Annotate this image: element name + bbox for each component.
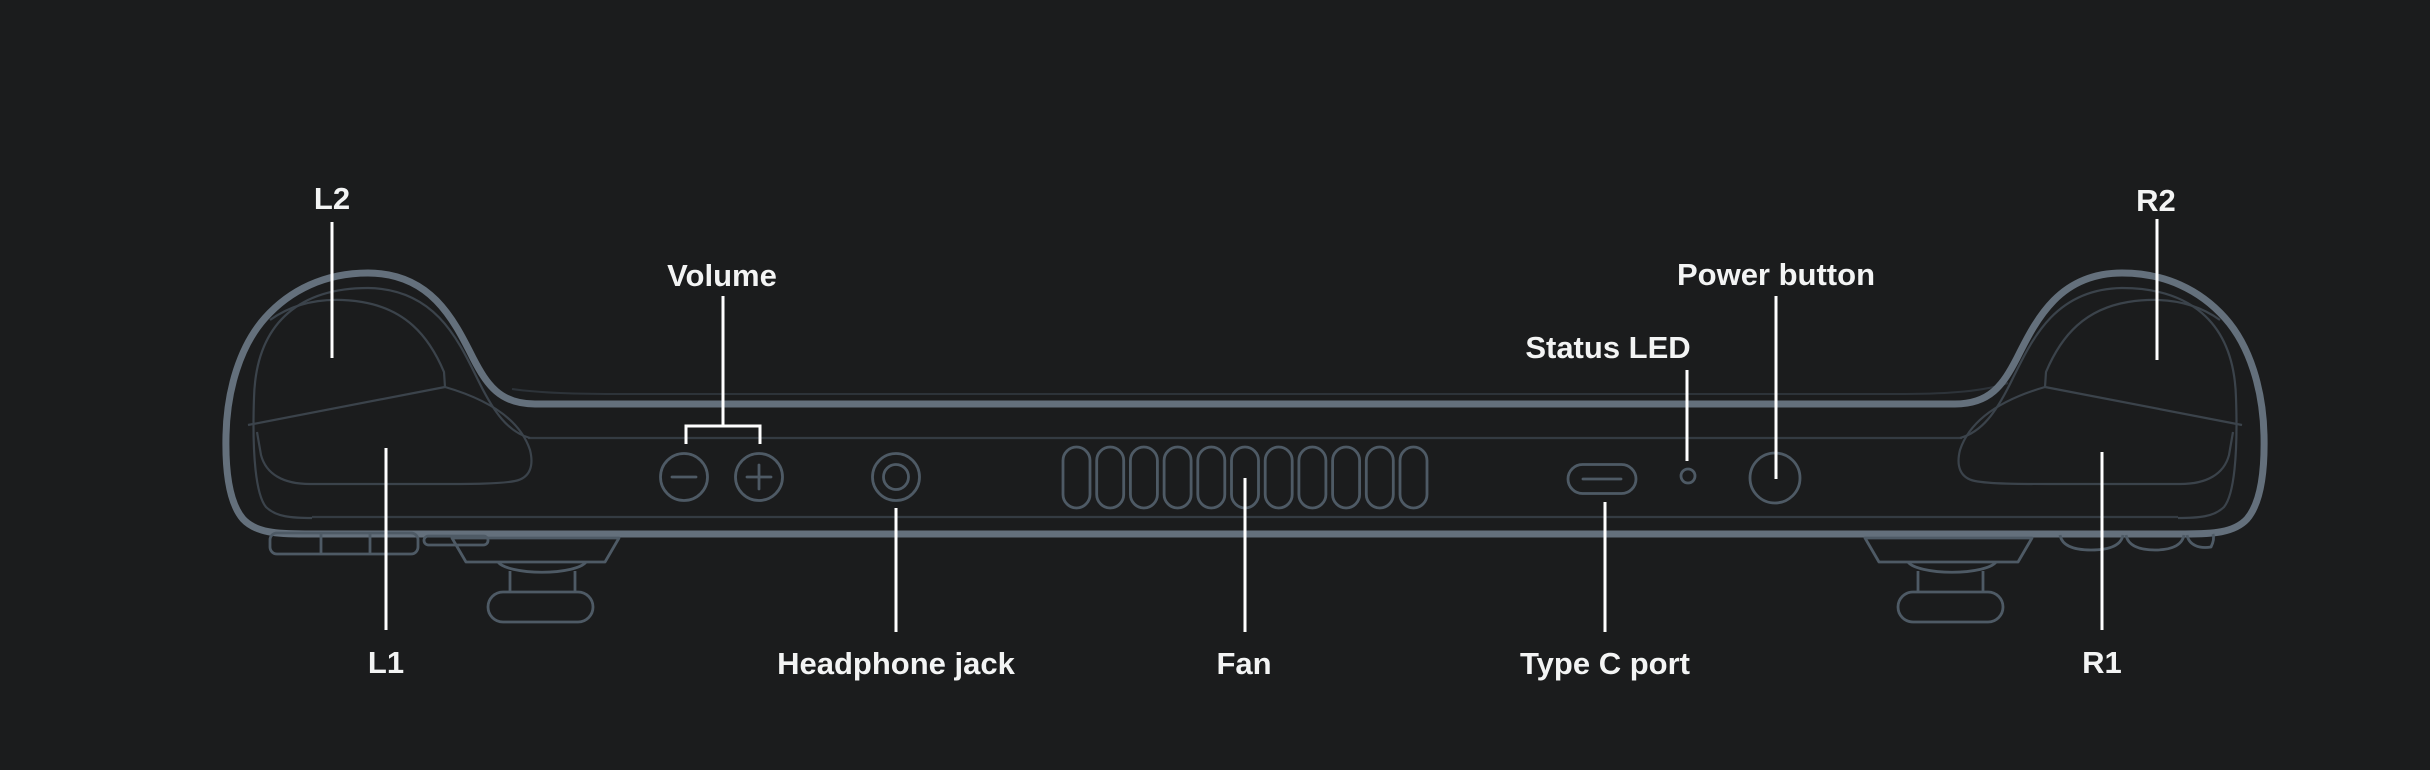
fan-vent-slots xyxy=(1061,445,1429,510)
label-r2: R2 xyxy=(2136,183,2176,218)
headphone-jack-outer-ring xyxy=(871,452,921,502)
fan-slot xyxy=(1061,445,1092,510)
left-bumper-contour xyxy=(255,385,533,486)
fan-slot xyxy=(1331,445,1361,510)
headphone-jack-port xyxy=(871,452,921,502)
left-strip-dividers xyxy=(319,534,372,553)
label-l2: L2 xyxy=(314,181,350,216)
label-r1: R1 xyxy=(2082,645,2122,680)
label-l1: L1 xyxy=(368,645,404,680)
left-trigger-seam xyxy=(269,298,447,388)
headphone-jack-inner-ring xyxy=(882,463,910,491)
right-trigger-inner-outline xyxy=(1959,286,2238,520)
top-face-edge-line xyxy=(511,382,2009,395)
callout-lines xyxy=(330,219,2159,632)
right-bumper-contour xyxy=(1957,385,2235,486)
label-type-c-port: Type C port xyxy=(1520,646,1690,681)
left-thumbstick xyxy=(450,536,621,624)
fan-slot xyxy=(1364,445,1395,510)
right-stick-dome xyxy=(1906,561,1998,574)
volume-callout-bracket xyxy=(684,424,762,444)
volume-down-button xyxy=(659,452,709,502)
right-scallop-1 xyxy=(2058,534,2125,552)
right-thumbstick xyxy=(1863,536,2034,624)
right-stick-stem xyxy=(1916,571,1985,592)
left-strip-outline xyxy=(268,531,420,556)
label-volume: Volume xyxy=(667,258,777,293)
fan-slot xyxy=(1095,445,1126,510)
type-c-port xyxy=(1566,463,1638,495)
left-grip-diagonal-seam xyxy=(247,385,446,427)
volume-up-outline xyxy=(734,452,784,502)
right-grip-diagonal-seam xyxy=(2044,385,2243,427)
plus-icon xyxy=(745,463,773,491)
fan-slot xyxy=(1129,445,1159,510)
right-stick-cap xyxy=(1896,590,2005,624)
fan-slot xyxy=(1398,445,1429,510)
right-grip-contours xyxy=(1957,286,2243,520)
right-grip-back-scallops xyxy=(2058,533,2215,552)
label-power-button: Power button xyxy=(1677,257,1875,292)
left-trigger-inner-outline xyxy=(252,286,531,520)
label-status-led: Status LED xyxy=(1525,330,1690,365)
right-scallop-2 xyxy=(2124,534,2186,552)
left-stick-dome xyxy=(496,561,588,574)
label-fan: Fan xyxy=(1216,646,1271,681)
label-headphone-jack: Headphone jack xyxy=(777,646,1015,681)
left-grip-contours xyxy=(247,286,533,520)
right-stick-housing xyxy=(1863,536,2034,564)
volume-up-button xyxy=(734,452,784,502)
fan-slot xyxy=(1297,445,1328,510)
device-outer-outline xyxy=(222,269,2268,538)
volume-down-outline xyxy=(659,452,709,502)
right-scallop-3 xyxy=(2185,533,2215,549)
status-led-dot xyxy=(1679,467,1697,485)
left-stick-housing xyxy=(450,536,621,564)
left-stick-stem xyxy=(508,571,577,592)
edge-features xyxy=(659,445,1802,510)
labels: L2 Volume Status LED Power button R2 L1 … xyxy=(314,181,2176,681)
fan-slot xyxy=(1263,445,1294,510)
fan-slot xyxy=(1196,445,1227,510)
usb-c-pill-icon xyxy=(1566,463,1638,495)
fan-slot xyxy=(1162,445,1193,510)
right-trigger-seam xyxy=(2043,298,2221,388)
device-body xyxy=(222,269,2268,624)
left-stick-cap xyxy=(486,590,595,624)
